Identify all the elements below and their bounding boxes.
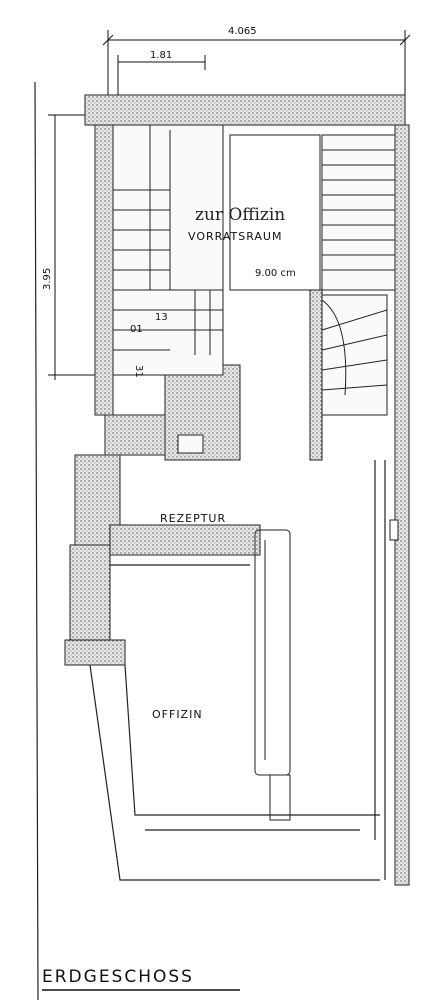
height-left-label: 3.95 — [42, 268, 53, 290]
total-width-label: 4.065 — [228, 26, 257, 37]
staircase-right — [321, 134, 396, 416]
floor-title: ERDGESCHOSS — [42, 967, 194, 987]
stair-small-1: 01 — [130, 324, 143, 335]
stair-small-3: 31 — [133, 365, 144, 378]
property-line-left — [34, 81, 39, 1000]
offizin-label: OFFIZIN — [152, 708, 203, 721]
stair-small-2: 13 — [155, 312, 168, 323]
inner-width-label: 1.81 — [150, 50, 172, 61]
rezeptur-label: REZEPTUR — [160, 512, 226, 525]
vorratsraum-room — [229, 134, 321, 291]
vorratsraum-label: VORRATSRAUM — [188, 230, 282, 243]
offizin-room — [89, 460, 386, 881]
staircase-left — [112, 124, 224, 376]
rezeptur-counter — [254, 529, 291, 821]
handwritten-note: zur Offizin — [195, 205, 285, 225]
walls — [64, 94, 410, 886]
vorratsraum-height: 9.00 cm — [255, 268, 296, 279]
center-cabinet — [177, 434, 204, 454]
side-door — [389, 519, 399, 541]
